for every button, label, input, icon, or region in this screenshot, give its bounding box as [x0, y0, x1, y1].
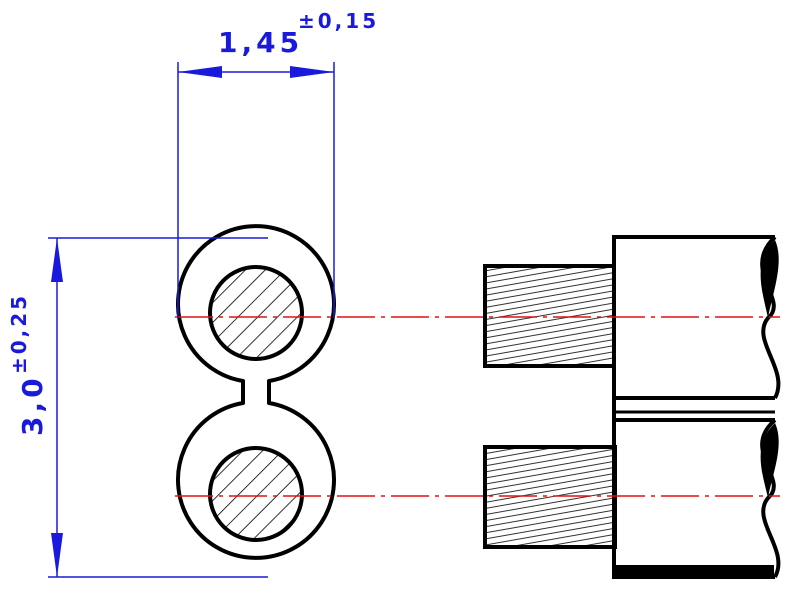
height-dimension-tolerance: ±0,25: [7, 293, 31, 374]
width-dimension-value: 1,45: [218, 26, 303, 59]
arrow-top: [51, 238, 63, 282]
lower-stripped-wire: [483, 445, 617, 549]
arrow-right: [290, 66, 334, 78]
arrow-bottom: [51, 533, 63, 577]
centerlines: [175, 316, 780, 497]
lower-conductor: [208, 446, 304, 542]
cable-body: [612, 235, 781, 579]
side-view: [483, 235, 781, 579]
width-dimension-tolerance: ±0,15: [298, 9, 379, 33]
arrow-left: [178, 66, 222, 78]
cross-section: [176, 224, 336, 560]
upper-stripped-wire: [483, 264, 617, 368]
height-dimension-value: 3,0: [16, 374, 49, 436]
dimensions: [48, 62, 335, 578]
upper-conductor: [208, 265, 304, 361]
